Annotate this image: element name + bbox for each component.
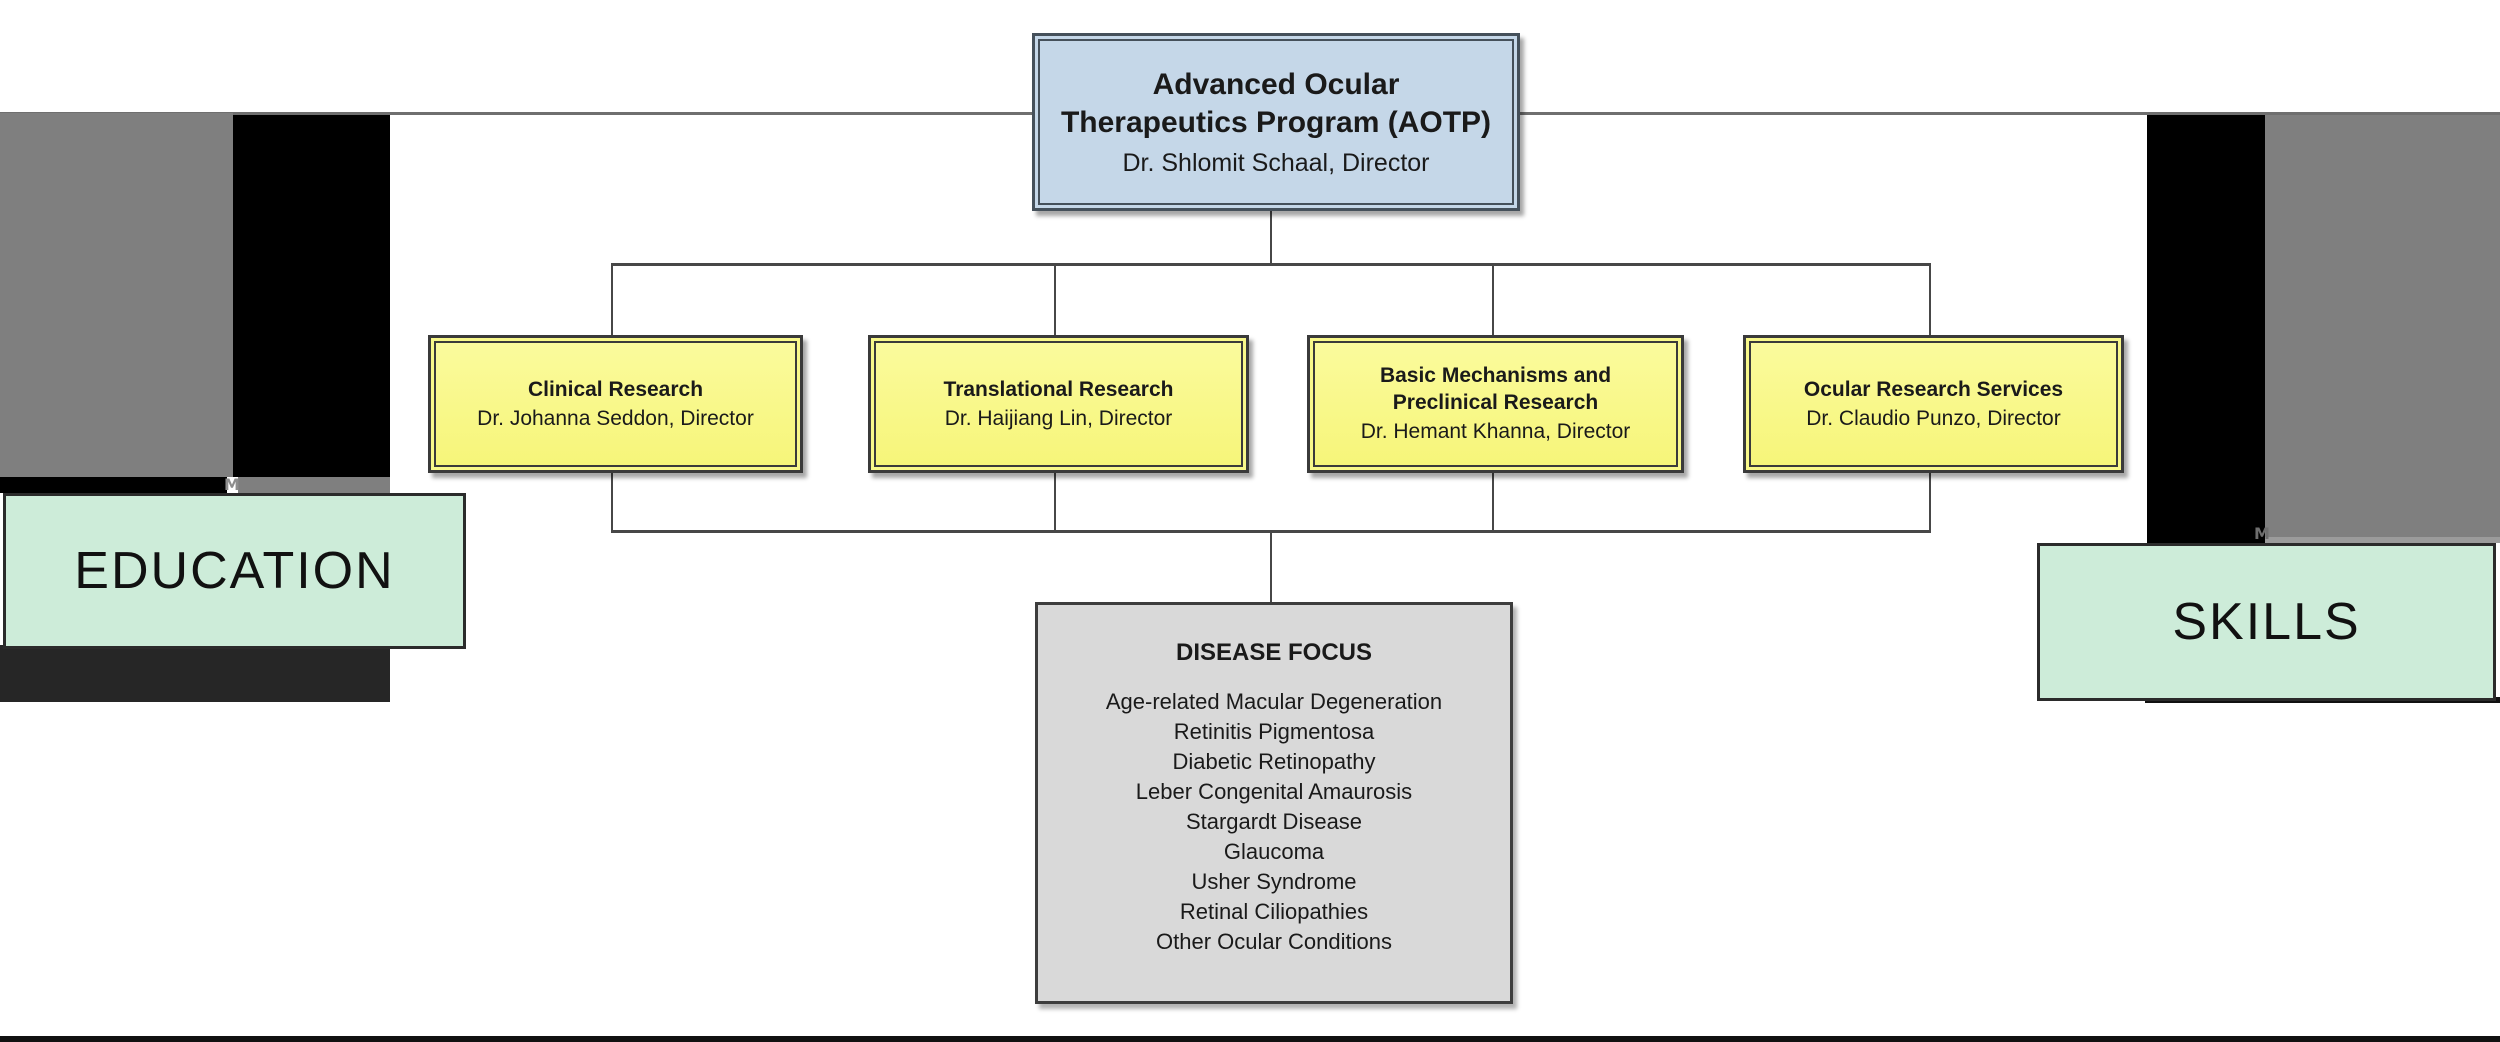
connector-stub-division-2	[1054, 263, 1056, 335]
disease-item: Stargardt Disease	[1185, 809, 1363, 834]
right-small-m-artifact-icon: M	[2254, 524, 2270, 543]
left-bottom-strip-black	[0, 477, 227, 493]
connector-down-division-2	[1054, 467, 1056, 533]
node-disease-focus: DISEASE FOCUS Age-related Macular Degene…	[1035, 602, 1513, 1004]
division-director: Dr. Claudio Punzo, Director	[1806, 406, 2061, 430]
disease-item: Age-related Macular Degeneration	[1105, 689, 1443, 714]
connector-stub-division-4	[1929, 263, 1931, 335]
right-gray-photo-block	[2265, 115, 2500, 537]
disease-item: Retinitis Pigmentosa	[1173, 719, 1375, 744]
program-title: Advanced Ocular Therapeutics Program (AO…	[1060, 68, 1492, 139]
connector-stub-division-3	[1492, 263, 1494, 335]
division-director: Dr. Hemant Khanna, Director	[1360, 420, 1631, 443]
right-black-photo-block	[2147, 115, 2265, 543]
node-aotp-program: Advanced Ocular Therapeutics Program (AO…	[1032, 33, 1520, 211]
left-bottom-strip-gray	[238, 477, 390, 493]
node-translational-research: Translational Research Dr. Haijiang Lin,…	[868, 335, 1249, 473]
disease-item: Diabetic Retinopathy	[1172, 749, 1376, 774]
disease-item: Leber Congenital Amaurosis	[1135, 779, 1413, 804]
division-director: Dr. Haijiang Lin, Director	[944, 406, 1173, 430]
connector-stub-division-1	[611, 263, 613, 335]
division-name: Translational Research	[943, 377, 1174, 401]
disease-item: Usher Syndrome	[1191, 869, 1357, 894]
skills-label: SKILLS	[2172, 593, 2361, 651]
disease-item: Other Ocular Conditions	[1156, 929, 1392, 954]
node-basic-mechanisms-preclinical: Basic Mechanisms and Preclinical Researc…	[1307, 335, 1684, 473]
connector-root-drop	[1270, 205, 1272, 265]
node-clinical-research: Clinical Research Dr. Johanna Seddon, Di…	[428, 335, 803, 473]
disease-item: Glaucoma	[1223, 839, 1325, 864]
education-label-box: EDUCATION	[3, 493, 466, 649]
connector-bottom-crossbar	[611, 530, 1931, 533]
program-director: Dr. Shlomit Schaal, Director	[1122, 149, 1430, 177]
left-small-m-artifact-icon: M	[224, 475, 240, 494]
connector-down-division-3	[1492, 467, 1494, 533]
division-name: Basic Mechanisms and Preclinical Researc…	[1379, 364, 1612, 414]
skills-label-box: SKILLS	[2037, 543, 2496, 701]
division-director: Dr. Johanna Seddon, Director	[477, 406, 754, 430]
division-name: Clinical Research	[527, 377, 704, 401]
education-shadow-bar	[0, 645, 390, 702]
connector-down-division-4	[1929, 467, 1931, 533]
connector-down-division-1	[611, 467, 613, 533]
left-black-photo-block	[233, 115, 390, 477]
right-bottom-strip-gray	[2265, 537, 2500, 543]
left-gray-photo-block	[0, 113, 233, 477]
education-label: EDUCATION	[74, 542, 395, 600]
connector-top-crossbar	[611, 263, 1931, 266]
node-ocular-research-services: Ocular Research Services Dr. Claudio Pun…	[1743, 335, 2124, 473]
bottom-horizontal-rule	[0, 1036, 2500, 1042]
division-name: Ocular Research Services	[1803, 377, 2064, 401]
connector-disease-drop	[1270, 533, 1272, 602]
disease-item: Retinal Ciliopathies	[1179, 899, 1369, 924]
disease-focus-title: DISEASE FOCUS	[1175, 639, 1373, 666]
